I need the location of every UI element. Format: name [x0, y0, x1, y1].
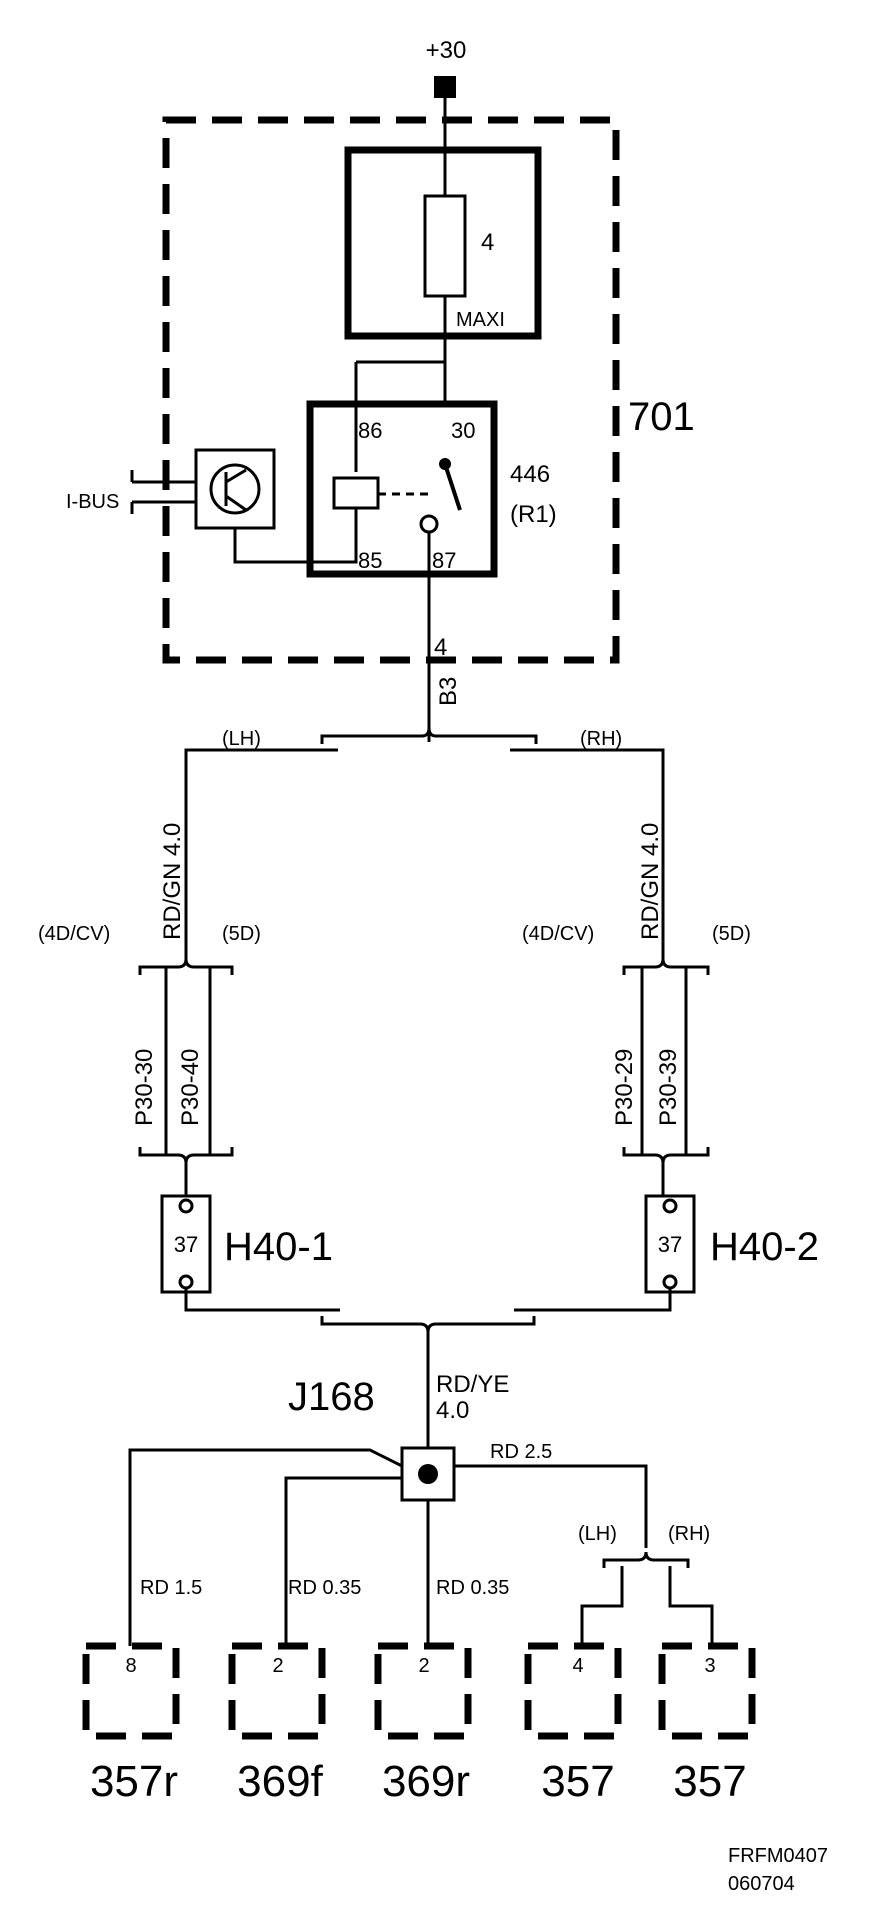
output-pin: B3: [435, 677, 462, 706]
relay-pin-30: 30: [451, 418, 475, 443]
feed-split-bracket: [602, 1551, 690, 1568]
right-pin-a: P30-29: [611, 1049, 638, 1126]
right-upper-bracket: [622, 958, 710, 975]
right-connector-pin: 37: [658, 1232, 682, 1257]
junction-wire-size: 4.0: [436, 1397, 469, 1424]
feed-357r-wire: [128, 1448, 403, 1646]
relay-ref: (R1): [510, 501, 557, 528]
fuse-element: [423, 194, 467, 298]
component-357r-label: 357r: [90, 1757, 178, 1806]
module-id: 701: [628, 395, 695, 439]
feed-rd25: RD 2.5: [490, 1441, 552, 1463]
relay-box: [306, 400, 498, 578]
component-357-lh-pin: 4: [572, 1655, 583, 1677]
relay-contact-87: [419, 514, 439, 534]
component-357-lh-label: 357: [541, 1757, 614, 1806]
left-connector-pin-top: [178, 1198, 194, 1214]
right-variant-a: (4D/CV): [522, 923, 594, 945]
transistor-emitter: [225, 494, 247, 512]
feed-357-wire: [454, 1464, 648, 1548]
component-357-rh-label: 357: [673, 1757, 746, 1806]
component-357-rh: 3 357: [658, 1642, 756, 1806]
relay-pin-86: 86: [358, 418, 382, 443]
split-top-left-wire: [184, 748, 338, 960]
relay-pin-85: 85: [358, 548, 382, 573]
split-top-rh: (RH): [580, 728, 622, 750]
right-wire-label: RD/GN 4.0: [637, 823, 664, 940]
left-pin-a: P30-30: [131, 1049, 158, 1126]
split-top-right-wire: [510, 748, 665, 960]
fuse-type: MAXI: [456, 309, 505, 331]
component-357-lh: 4 357: [524, 1642, 622, 1806]
relay-coil-icon: [332, 476, 380, 510]
feed-rd15: RD 1.5: [140, 1577, 202, 1599]
right-connector-pin-bottom: [662, 1274, 678, 1290]
right-lower-bracket: [622, 1147, 710, 1164]
component-369r-pin: 2: [418, 1655, 429, 1677]
right-connector-pin-top: [662, 1198, 678, 1214]
left-connector-label: H40-1: [224, 1225, 333, 1269]
left-variant-b: (5D): [222, 923, 261, 945]
component-369r-label: 369r: [382, 1757, 470, 1806]
right-pin-b: P30-39: [655, 1049, 682, 1126]
junction-wire-color: RD/YE: [436, 1371, 509, 1398]
bottom-merge-bracket: [320, 1316, 536, 1333]
bus-label: I-BUS: [66, 491, 119, 513]
footer-code: FRFM0407: [728, 1845, 828, 1867]
feed-rd035b: RD 0.35: [436, 1577, 509, 1599]
fuse-number: 4: [481, 229, 494, 256]
left-connector-pin: 37: [174, 1232, 198, 1257]
fuse-box: [344, 146, 542, 340]
component-357-rh-pin: 3: [704, 1655, 715, 1677]
transistor-collector: [225, 468, 247, 484]
feed-369f-wire: [284, 1476, 402, 1646]
junction-id: J168: [288, 1375, 375, 1419]
left-connector-pin-bottom: [178, 1274, 194, 1290]
footer-date: 060704: [728, 1873, 795, 1895]
transistor-85-wire: [233, 528, 358, 564]
feed-lh-wire: [580, 1566, 624, 1646]
module-701-boundary: [162, 116, 620, 664]
feed-lh: (LH): [578, 1523, 617, 1545]
transistor-icon: [209, 463, 261, 515]
relay-contact-arm: [443, 463, 462, 511]
junction-node: [418, 1464, 438, 1484]
component-357r: 8 357r: [82, 1642, 180, 1806]
supply-label: +30: [426, 37, 467, 64]
feed-rh: (RH): [668, 1523, 710, 1545]
relay-id: 446: [510, 461, 550, 488]
component-369r: 2 369r: [374, 1642, 472, 1806]
feed-rd035a: RD 0.35: [288, 1577, 361, 1599]
right-connector-label: H40-2: [710, 1225, 819, 1269]
left-pin-b: P30-40: [177, 1049, 204, 1126]
supply-terminal: [434, 76, 456, 98]
split-top-bracket: [320, 727, 538, 744]
left-variant-a: (4D/CV): [38, 923, 110, 945]
right-variant-b: (5D): [712, 923, 751, 945]
left-upper-bracket: [138, 958, 234, 975]
output-size: 4: [434, 634, 447, 661]
left-to-bottom-split: [184, 1288, 340, 1312]
left-lower-bracket: [138, 1147, 234, 1164]
component-369f-pin: 2: [272, 1655, 283, 1677]
component-357r-pin: 8: [125, 1655, 136, 1677]
component-369f-label: 369f: [237, 1757, 323, 1806]
component-369f: 2 369f: [228, 1642, 326, 1806]
right-to-bottom-split: [514, 1288, 672, 1312]
relay-pin-87: 87: [432, 548, 456, 573]
split-top-lh: (LH): [222, 728, 261, 750]
left-wire-label: RD/GN 4.0: [159, 823, 186, 940]
feed-rh-wire: [668, 1566, 714, 1646]
